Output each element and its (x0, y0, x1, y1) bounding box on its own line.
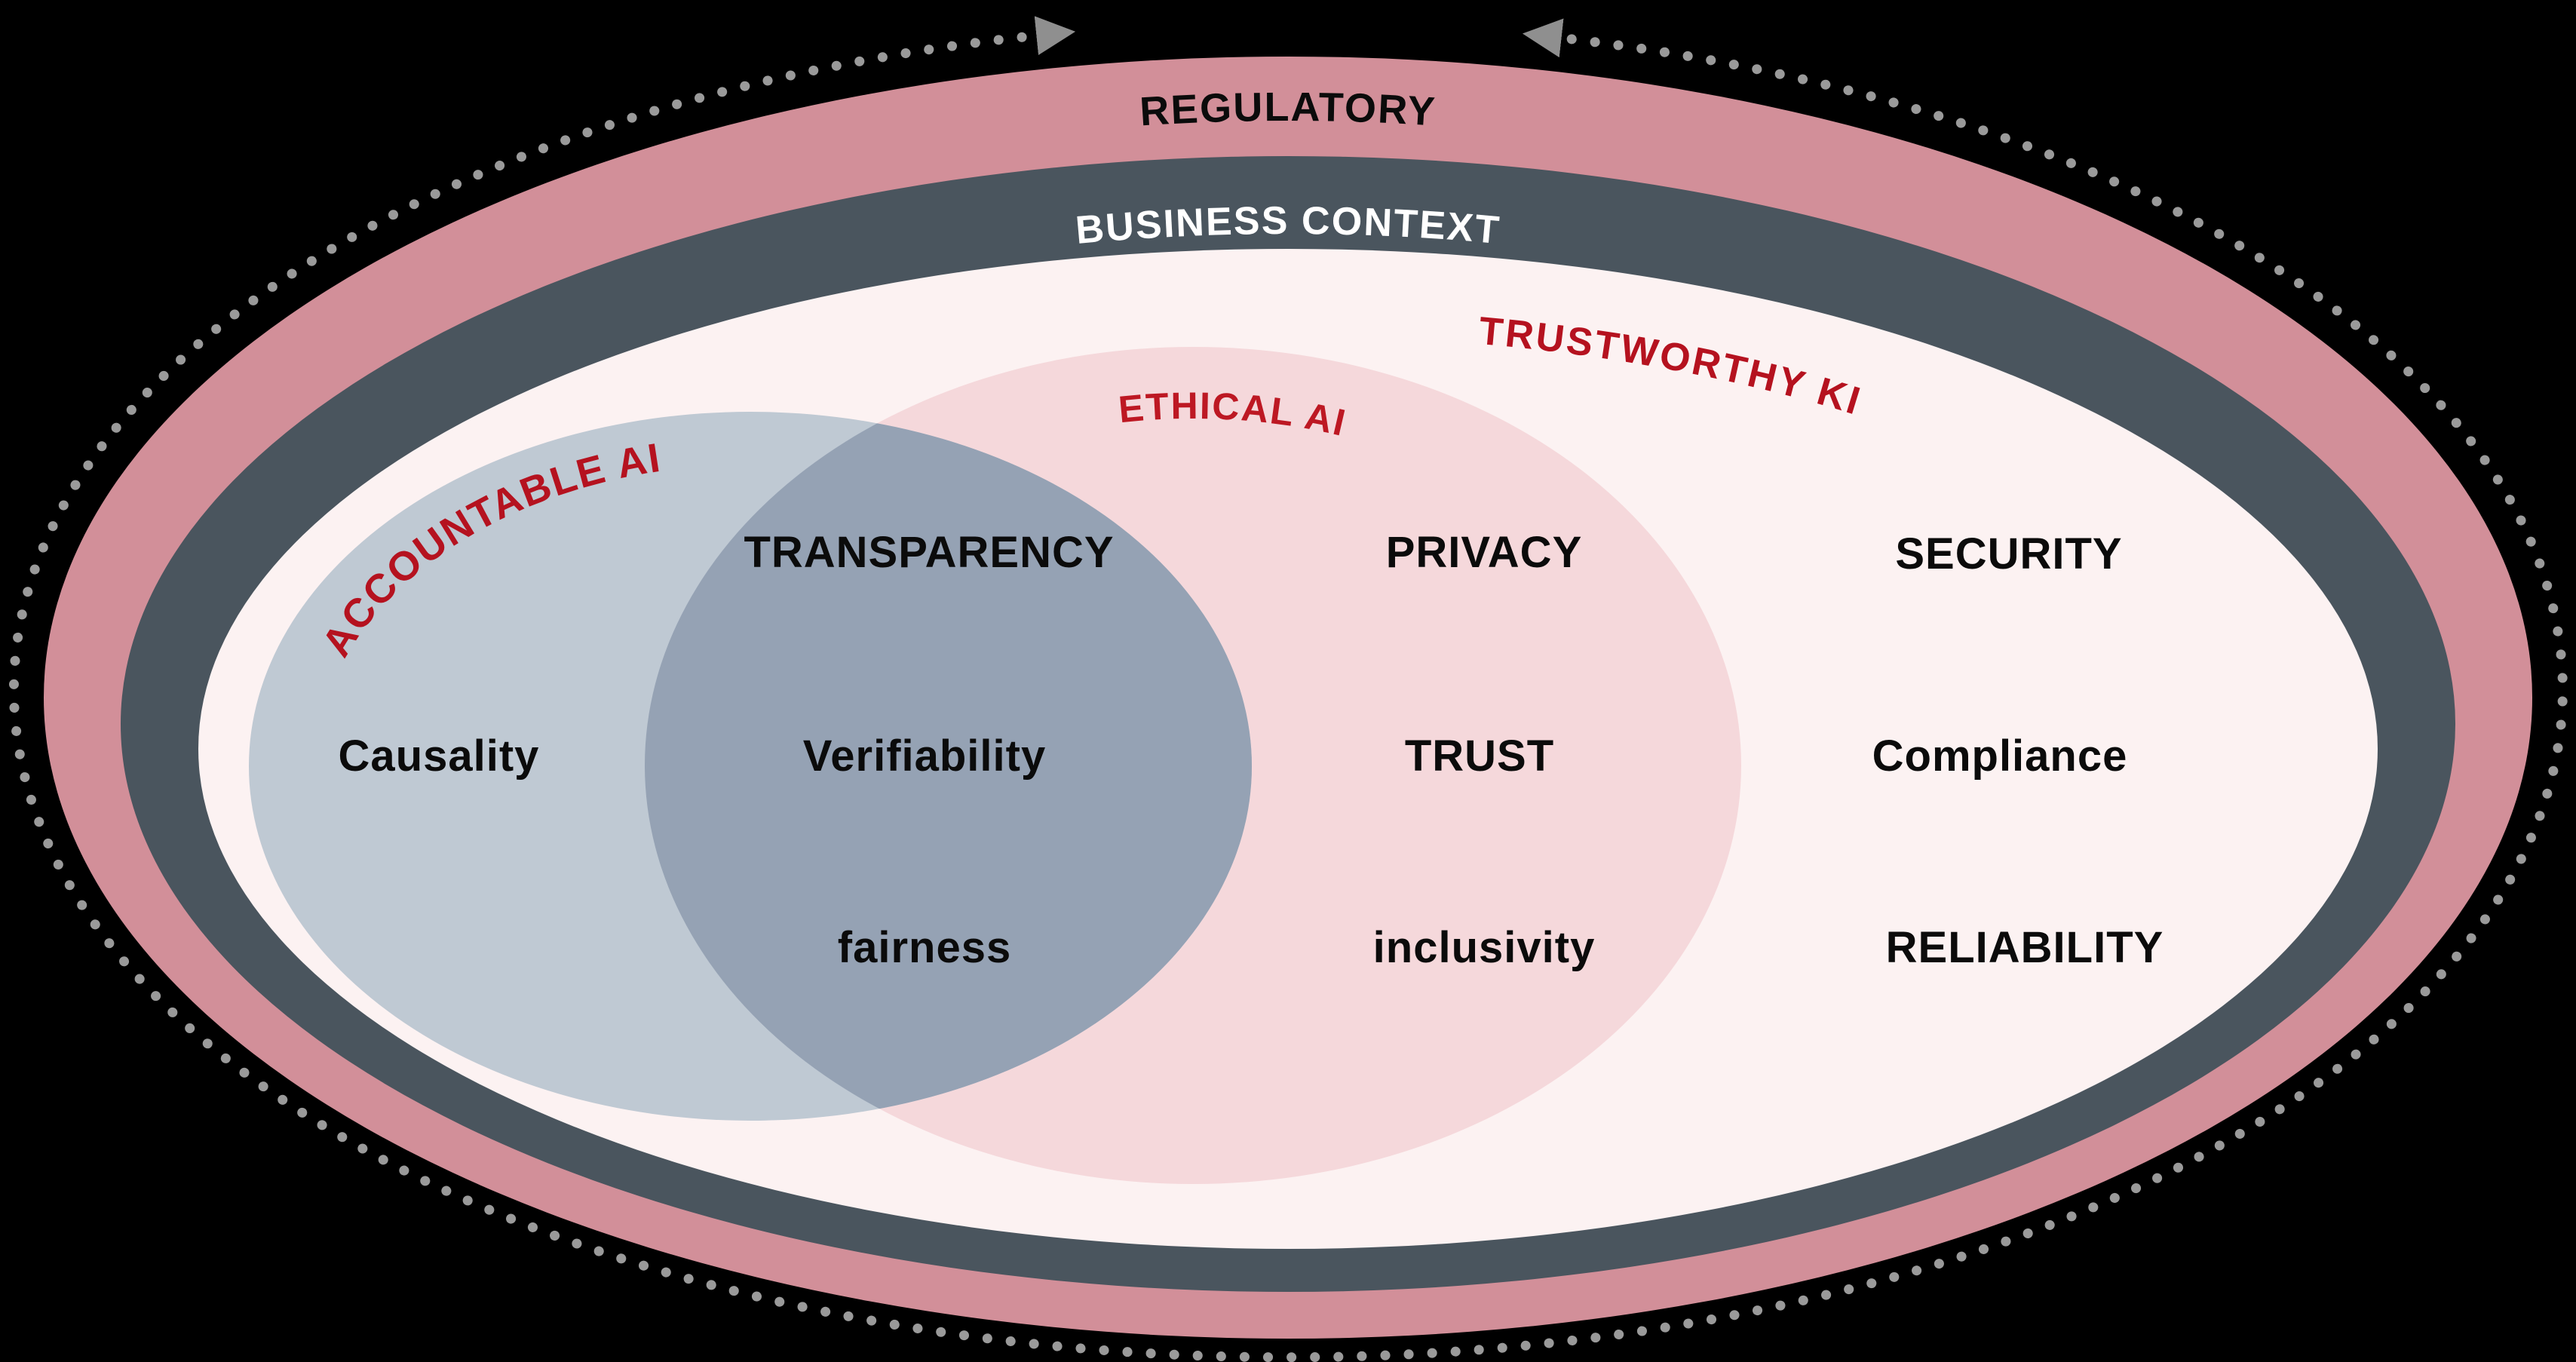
term-privacy: PRIVACY (1386, 528, 1583, 577)
term-verifiability: Verifiability (803, 732, 1046, 781)
term-reliability: RELIABILITY (1886, 923, 2164, 972)
term-fairness: fairness (838, 923, 1011, 972)
regulatory-label: REGULATORY (1139, 84, 1437, 135)
term-causality: Causality (339, 732, 540, 781)
term-inclusivity: inclusivity (1373, 923, 1596, 972)
term-compliance: Compliance (1872, 732, 2128, 781)
term-transparency: TRANSPARENCY (744, 528, 1114, 577)
term-trust: TRUST (1405, 732, 1554, 781)
term-security: SECURITY (1895, 529, 2122, 578)
venn-overlap-region (645, 412, 1252, 1121)
